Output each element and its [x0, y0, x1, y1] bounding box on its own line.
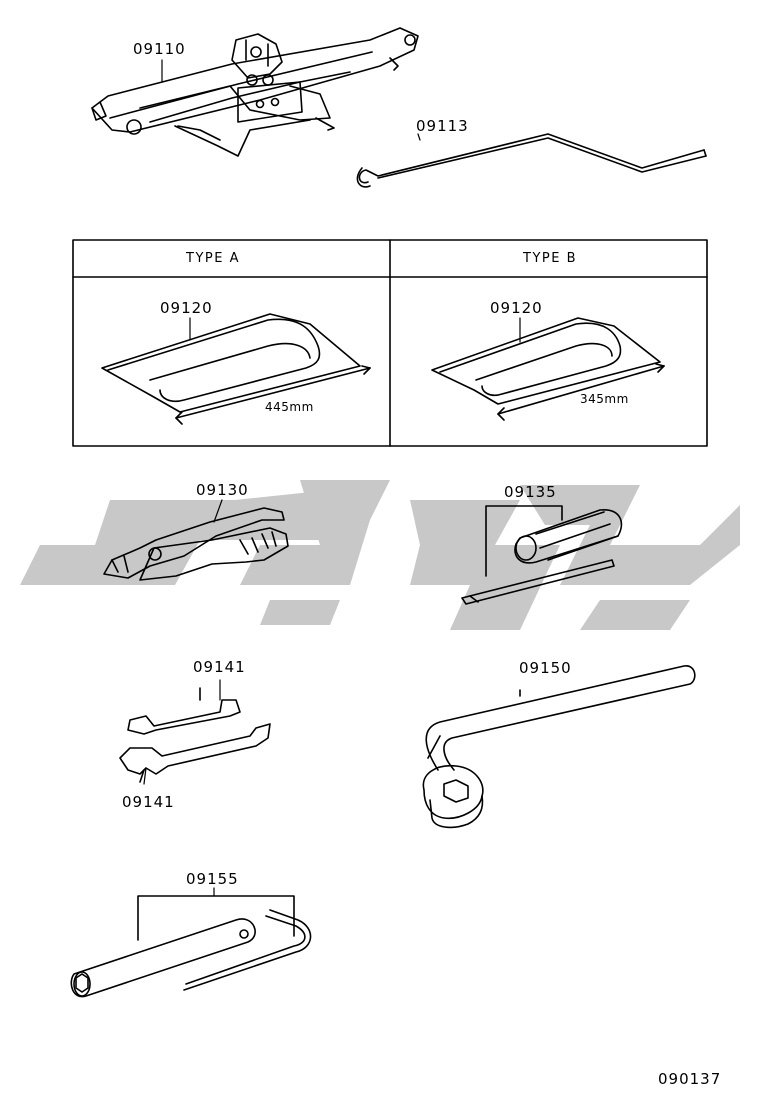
wrenches-drawing — [119, 687, 271, 783]
part-number-jack-handle: 09113 — [416, 117, 469, 135]
leader-lines — [143, 59, 521, 897]
screwdriver-drawing — [461, 505, 623, 605]
part-number-screwdriver: 09135 — [504, 483, 557, 501]
table-header-type-a: TYPE A — [186, 251, 240, 266]
part-number-pliers: 09130 — [196, 481, 249, 499]
part-number-wheel-nut-wrench: 09150 — [519, 659, 572, 677]
dimension-type-b: 345mm — [580, 392, 629, 406]
tool-bag-table — [72, 239, 708, 447]
part-number-spark-plug-wrench: 09155 — [186, 870, 239, 888]
dimension-type-a: 445mm — [265, 400, 314, 414]
part-number-wrench-lower: 09141 — [122, 793, 175, 811]
jack-handle-drawing — [356, 133, 707, 188]
part-number-wrench-upper: 09141 — [193, 658, 246, 676]
spark-plug-wrench-drawing — [70, 895, 312, 998]
part-number-tool-bag-a: 09120 — [160, 299, 213, 317]
pliers-drawing — [103, 507, 289, 581]
scissor-jack-drawing — [91, 27, 419, 157]
part-number-tool-bag-b: 09120 — [490, 299, 543, 317]
tool-bag-a-drawing — [101, 313, 371, 425]
wheel-nut-wrench-drawing — [422, 665, 696, 829]
table-header-type-b: TYPE B — [523, 251, 577, 266]
figure-id: 090137 — [658, 1070, 722, 1088]
part-number-jack: 09110 — [133, 40, 186, 58]
tool-bag-b-drawing — [431, 317, 665, 421]
